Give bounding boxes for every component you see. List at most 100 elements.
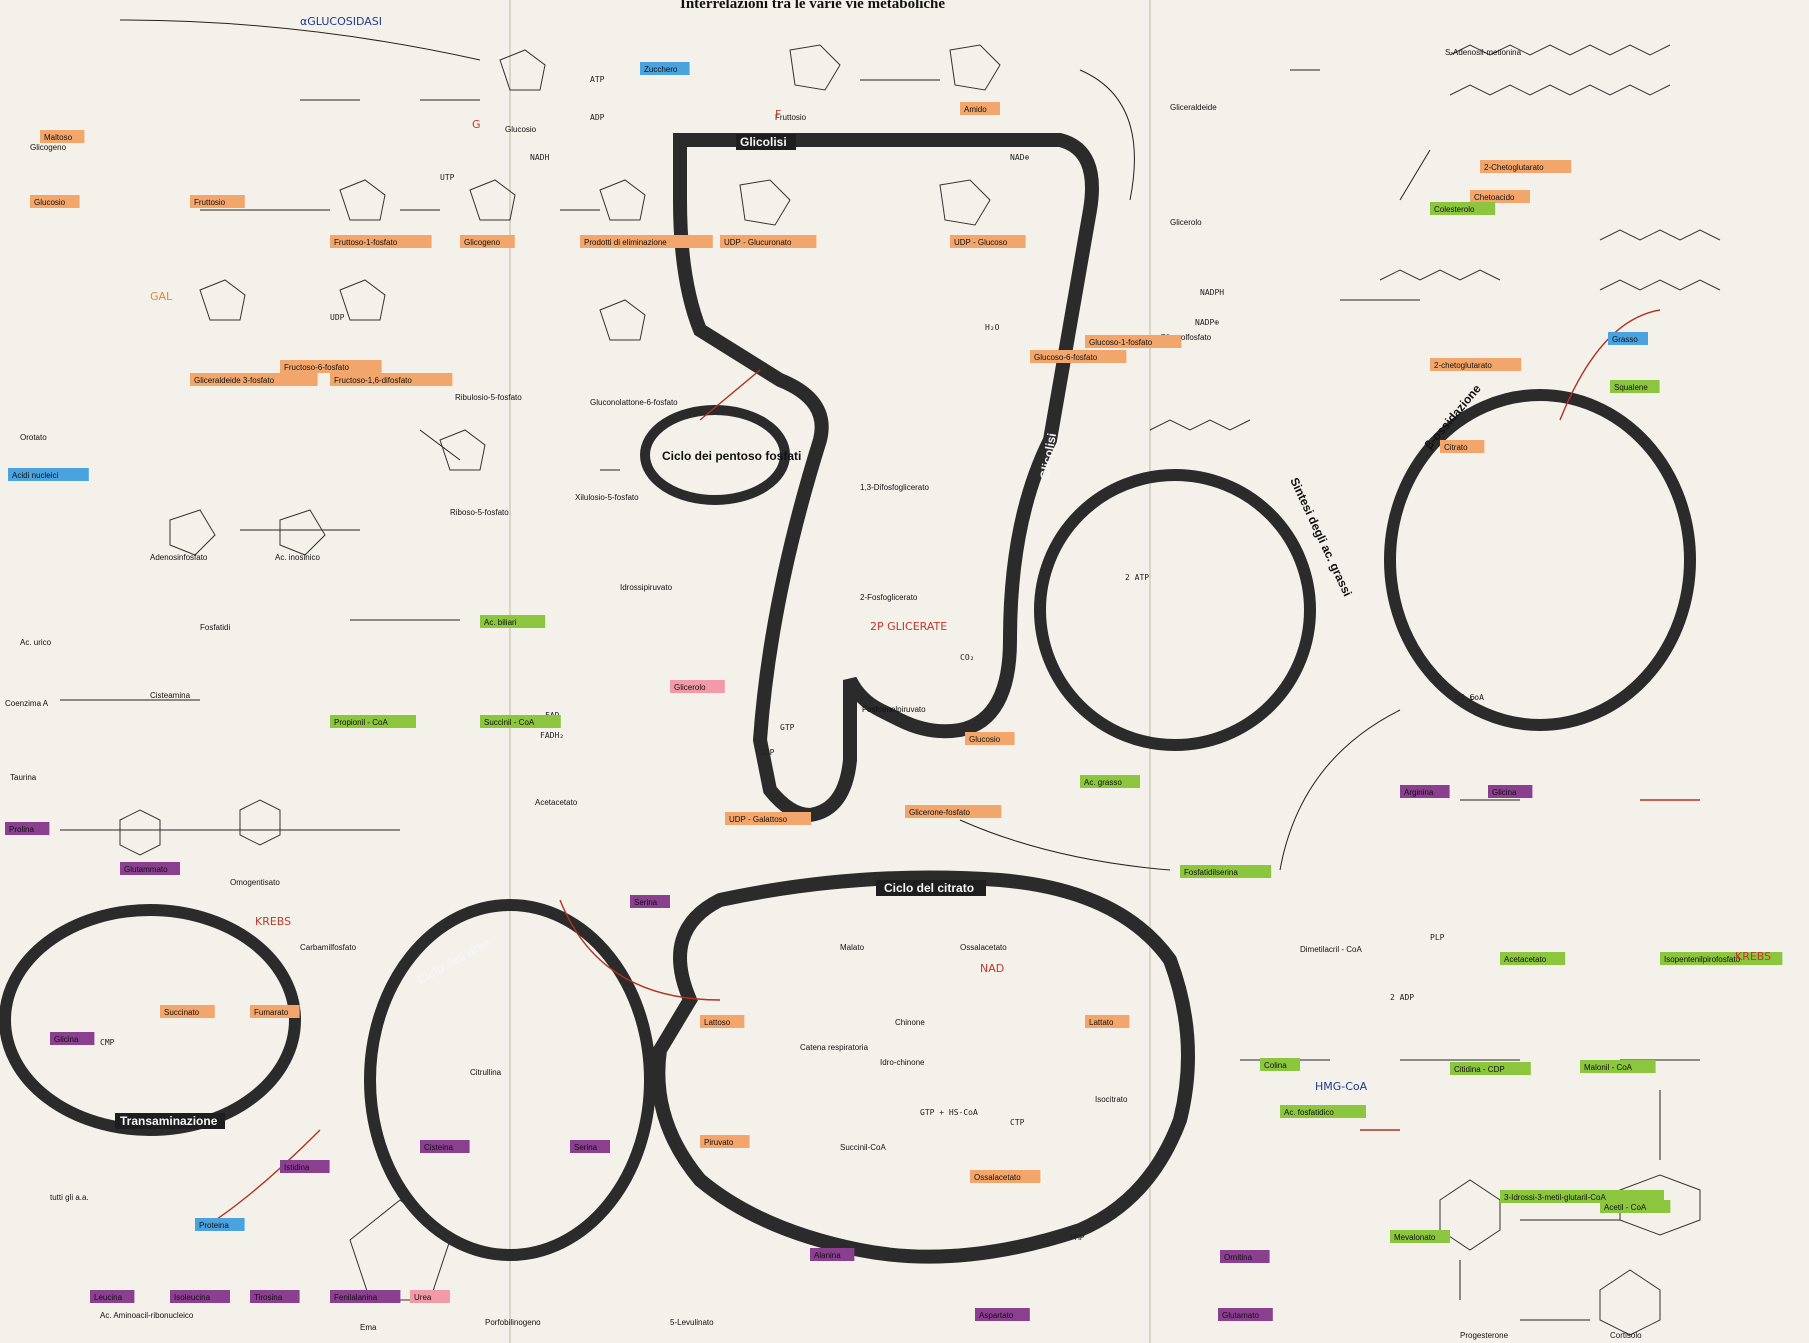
cofactor-label: PMP	[1070, 1233, 1085, 1242]
compound-tag: Ossalacetato	[970, 1170, 1041, 1183]
compound-label: Fosfatidi	[200, 623, 230, 632]
page-title: Interrelazioni tra le varie vie metaboli…	[680, 0, 945, 12]
cycle-title: Sintesi degli ac. grassi	[1287, 475, 1354, 598]
compound-tag: Glutammato	[120, 862, 180, 875]
tag-label: Glutammato	[124, 865, 168, 874]
compound-label: Glicerolo	[1170, 218, 1202, 227]
compound-tag: Lattoso	[700, 1015, 745, 1028]
tag-label: Malonil - CoA	[1584, 1063, 1633, 1072]
compound-tag: Glicogeno	[460, 235, 515, 248]
compound-tag: Gliceraldeide 3-fosfato	[190, 373, 318, 386]
tag-label: Fosfatidilserina	[1184, 868, 1238, 877]
compound-tag: Fruttosio	[190, 195, 245, 208]
compound-label: Fosfoenolpiruvato	[862, 705, 926, 714]
compound-label: Succinil-CoA	[840, 1143, 886, 1152]
tag-background	[1180, 865, 1272, 878]
compound-tag: Propionil - CoA	[330, 715, 416, 728]
compound-label: Carbamilfosfato	[300, 943, 357, 952]
compound-tag: Glicerolo	[670, 680, 725, 693]
cofactor-label: CTP	[1010, 1118, 1025, 1127]
cycle-title: Glicolisi	[1037, 432, 1059, 480]
tag-label: Ac. biliari	[484, 618, 517, 627]
compound-label: tutti gli a.a.	[50, 1193, 89, 1202]
compound-tag: Alanina	[810, 1248, 855, 1261]
tag-background	[1400, 785, 1450, 798]
tag-background	[330, 715, 416, 728]
compound-label: Ac. urico	[20, 638, 52, 647]
tag-background	[1610, 380, 1660, 393]
tag-background	[720, 235, 817, 248]
cofactor-label: 2 ATP	[1125, 573, 1149, 582]
tag-background	[190, 195, 245, 208]
tag-background	[1608, 332, 1648, 345]
compound-label: Acetacetato	[535, 798, 578, 807]
tag-background	[460, 235, 515, 248]
compound-label: Gluconolattone-6-fosfato	[590, 398, 678, 407]
cofactor-label: 2 ADP	[1390, 993, 1414, 1002]
cofactor-label: ATP	[590, 75, 605, 84]
handwritten-annotation: αGLUCOSIDASI	[300, 15, 382, 28]
compound-tag: Ac. biliari	[480, 615, 546, 628]
tag-label: Glucoso-1-fosfato	[1089, 338, 1153, 347]
tag-background	[1220, 1250, 1270, 1263]
compound-tag: Acetil - CoA	[1600, 1200, 1671, 1213]
tag-label: Colina	[1264, 1061, 1287, 1070]
tag-label: Proteina	[199, 1221, 229, 1230]
tag-label: Zucchero	[644, 65, 678, 74]
tag-label: Prolina	[9, 825, 34, 834]
compound-tag: Malonil - CoA	[1580, 1060, 1656, 1073]
tag-background	[120, 862, 180, 875]
tag-label: Acetacetato	[1504, 955, 1547, 964]
tag-background	[410, 1290, 450, 1303]
compound-tag: Colesterolo	[1430, 202, 1496, 215]
tag-background	[1450, 1062, 1531, 1075]
cycle-pentosi: Ciclo dei pentoso fosfati	[640, 405, 801, 505]
compound-label: Cortisolo	[1610, 1331, 1642, 1340]
tag-background	[965, 732, 1015, 745]
tag-label: Urea	[414, 1293, 432, 1302]
compound-label: Ossalacetato	[960, 943, 1007, 952]
tag-background	[1500, 1190, 1664, 1203]
tag-background	[960, 102, 1000, 115]
tag-background	[1280, 1105, 1366, 1118]
cycle-transaminazione: Transaminazione	[0, 904, 301, 1136]
tag-background	[190, 373, 318, 386]
cofactor-label: ADP	[590, 113, 605, 122]
compound-tag: Succinil - CoA	[480, 715, 561, 728]
compound-tag: Serina	[570, 1140, 610, 1153]
tag-background	[1030, 350, 1127, 363]
tag-label: Grasso	[1612, 335, 1638, 344]
compound-tag: Ac. fosfatidico	[1280, 1105, 1366, 1118]
cofactor-label: NADP⊕	[1195, 318, 1219, 327]
compound-tag: Colina	[1260, 1058, 1300, 1071]
tag-label: Acidi nucleici	[12, 471, 58, 480]
compound-tag: Isopentenilpirofosfato	[1660, 952, 1783, 965]
compound-label: Xilulosio-5-fosfato	[575, 493, 639, 502]
cycle-glicolisi: Glicolisi Glicolisi	[673, 133, 1099, 823]
compound-label: 2-Fosfoglicerato	[860, 593, 918, 602]
cofactor-label: PLP	[1430, 933, 1445, 942]
tag-label: Squalene	[1614, 383, 1648, 392]
compound-tag: Ornitina	[1220, 1250, 1270, 1263]
compound-label: Taurina	[10, 773, 37, 782]
cycle-title: Glicolisi	[740, 135, 787, 149]
tag-label: Gliceraldeide 3-fosfato	[194, 376, 275, 385]
compound-tag: Arginina	[1400, 785, 1450, 798]
cycle-beta-ossidazione: β-ossidazione	[1384, 381, 1696, 731]
compound-label: Glicogeno	[30, 143, 67, 152]
tag-label: Amido	[964, 105, 987, 114]
cofactor-label: CO₂	[960, 653, 974, 662]
compound-label: Isocitrato	[1095, 1095, 1128, 1104]
tag-background	[725, 812, 811, 825]
handwritten-annotation: 2P GLICERATE	[870, 620, 947, 633]
cofactor-label: GTP	[780, 723, 795, 732]
compound-tag: Glutamato	[1218, 1308, 1273, 1321]
compound-tag: Piruvato	[700, 1135, 750, 1148]
tag-background	[280, 360, 382, 373]
tag-background	[280, 1160, 330, 1173]
tag-label: Glucosio	[969, 735, 1001, 744]
cofactor-label: P	[1470, 695, 1475, 704]
cycle-title: Ciclo dei pentoso fosfati	[662, 449, 801, 463]
